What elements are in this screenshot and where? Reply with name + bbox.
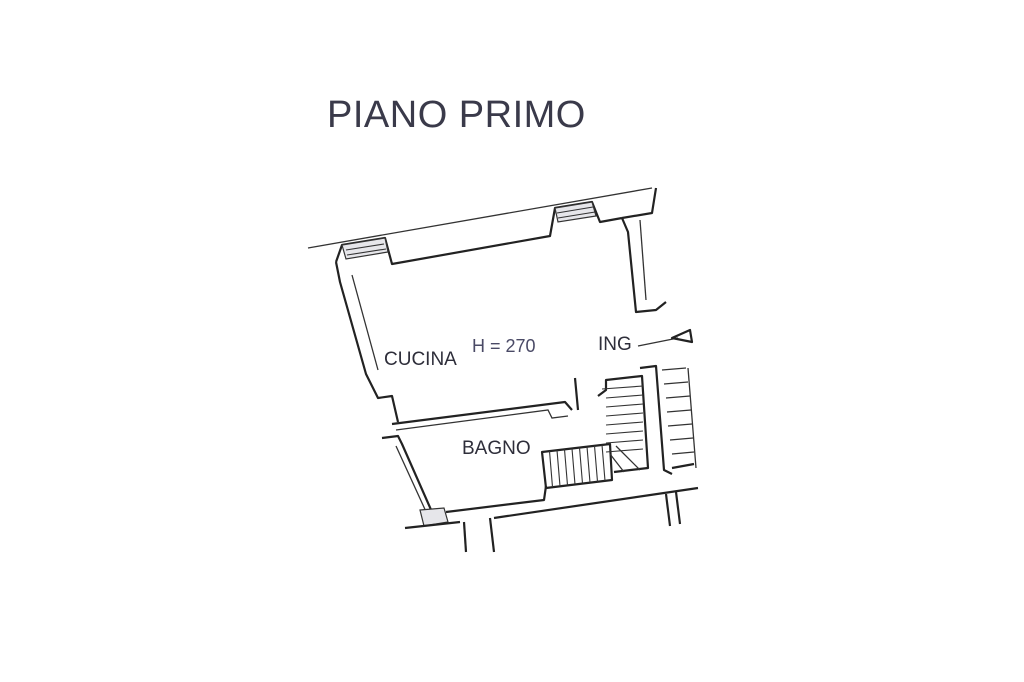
stair-tread — [578, 447, 584, 484]
stair-tread — [605, 430, 644, 435]
entrance-label: ING — [598, 334, 632, 355]
stair-tread — [556, 450, 561, 487]
bottom-walls — [404, 486, 699, 553]
stair-tread — [586, 446, 591, 483]
stair-tread — [601, 444, 606, 481]
plan-title: PIANO PRIMO — [327, 94, 586, 136]
kitchen-bathroom-wall — [391, 377, 580, 431]
stair-tread — [605, 403, 644, 408]
bathroom-walls — [381, 434, 548, 527]
room-label-bathroom: BAGNO — [462, 438, 531, 459]
stair-tread — [605, 394, 644, 399]
stair-tread — [605, 439, 644, 444]
stair-tread — [605, 448, 644, 453]
ceiling-height-label: H = 270 — [472, 336, 536, 356]
top-window-right — [554, 201, 597, 223]
right-stair — [597, 364, 673, 475]
right-pillar — [620, 187, 667, 314]
stair-tread — [571, 448, 576, 485]
kitchen-left-wall — [334, 261, 400, 423]
stair-tread — [605, 412, 644, 417]
stair-tread — [601, 385, 644, 390]
entrance-arrow — [637, 328, 694, 347]
stair-tread — [593, 445, 599, 482]
stair-tread — [563, 449, 569, 486]
top-window-left — [341, 237, 389, 260]
room-label-kitchen: CUCINA — [384, 349, 457, 370]
stair-tread — [605, 421, 644, 426]
bottom-stair — [540, 442, 614, 490]
stair-tread — [548, 451, 554, 488]
right-edge-stairs — [661, 367, 697, 470]
